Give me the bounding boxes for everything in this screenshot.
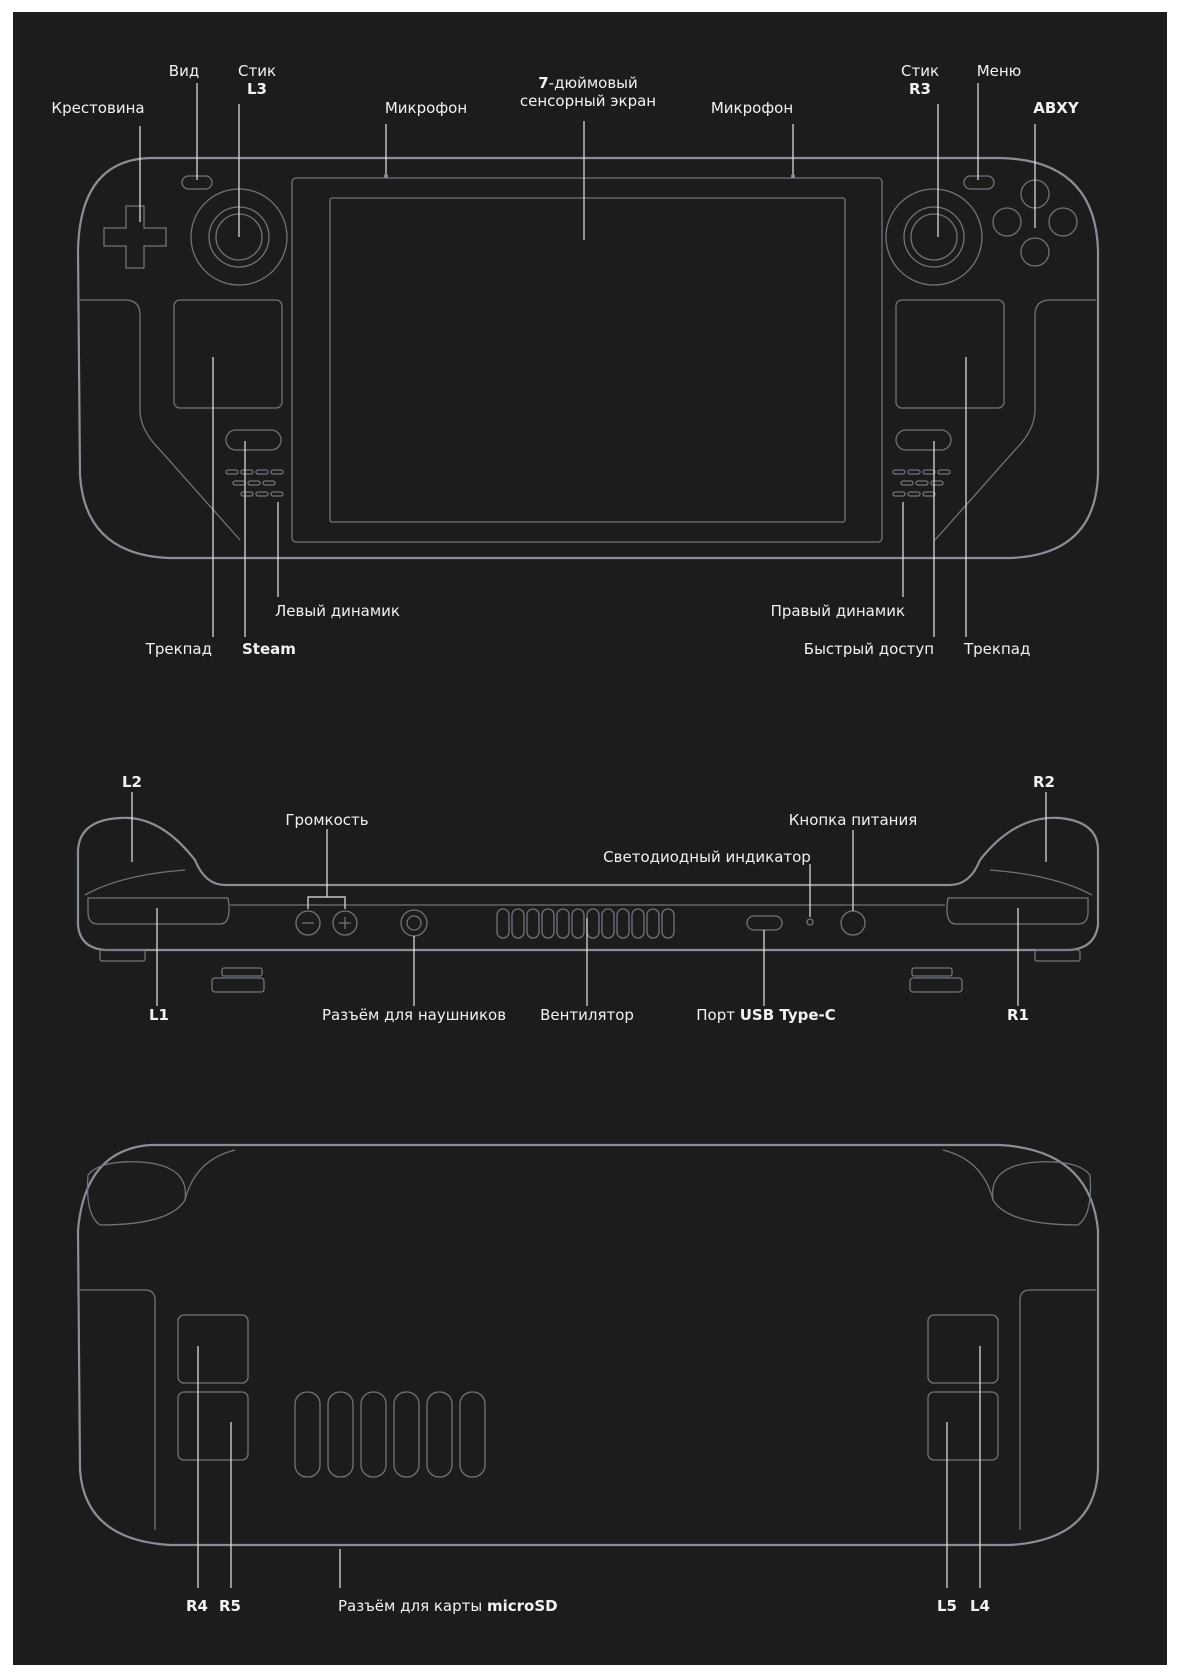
label-touchscreen-inch: -дюймовый — [548, 74, 638, 92]
label-stick-l3-code: L3 — [247, 80, 267, 98]
label-headphone-jack: Разъём для наушников — [321, 1006, 507, 1024]
label-menu-button: Меню — [976, 62, 1022, 80]
label-trackpad-right: Трекпад — [964, 640, 1031, 658]
label-touchscreen-size: 7 — [538, 74, 549, 92]
label-usb-port: Порт USB Type-C — [696, 1006, 836, 1024]
label-speaker-right: Правый динамик — [770, 602, 905, 620]
label-view-button: Вид — [168, 62, 200, 80]
top-view — [76, 816, 1100, 993]
label-abxy-text: ABXY — [1033, 99, 1079, 117]
label-microsd-word: Разъём для карты — [338, 1597, 487, 1615]
back-view — [76, 1143, 1100, 1547]
label-led-indicator: Светодиодный индикатор — [603, 848, 811, 866]
label-speaker-left: Левый динамик — [275, 602, 400, 620]
label-l4-text: L4 — [970, 1597, 990, 1615]
label-r1-text: R1 — [1007, 1006, 1029, 1024]
label-mic-left: Микрофон — [384, 99, 468, 117]
label-abxy: ABXY — [1033, 99, 1078, 117]
front-view — [76, 156, 1100, 560]
label-volume: Громкость — [285, 811, 369, 829]
diagram-panel — [13, 12, 1167, 1665]
label-r5-text: R5 — [219, 1597, 241, 1615]
label-touchscreen-type: сенсорный экран — [519, 92, 657, 110]
label-mic-right: Микрофон — [710, 99, 794, 117]
label-steam-button: Steam — [242, 640, 296, 658]
label-stick-l3-word: Стик — [237, 62, 277, 80]
label-l5: L5 — [937, 1597, 957, 1615]
label-l1-text: L1 — [149, 1006, 169, 1024]
label-fan: Вентилятор — [540, 1006, 634, 1024]
label-usb-port-type: USB Type-C — [739, 1006, 836, 1024]
label-trackpad-left: Трекпад — [145, 640, 212, 658]
label-microsd-type: microSD — [487, 1597, 558, 1615]
label-r5: R5 — [219, 1597, 241, 1615]
callout-lines — [131, 83, 1047, 1588]
label-l2-text: L2 — [122, 773, 142, 791]
label-usb-port-word: Порт — [696, 1006, 740, 1024]
label-l1: L1 — [149, 1006, 169, 1024]
label-l2: L2 — [122, 773, 142, 791]
label-power-button: Кнопка питания — [788, 811, 918, 829]
label-dpad: Крестовина — [51, 99, 145, 117]
label-r2-text: R2 — [1033, 773, 1055, 791]
label-r2: R2 — [1033, 773, 1055, 791]
label-stick-r3-code: R3 — [909, 80, 931, 98]
label-quick-access: Быстрый доступ — [803, 640, 934, 658]
label-r4-text: R4 — [186, 1597, 208, 1615]
label-stick-r3-word: Стик — [900, 62, 940, 80]
label-r4: R4 — [186, 1597, 208, 1615]
label-l5-text: L5 — [937, 1597, 957, 1615]
label-steam-text: Steam — [242, 640, 296, 658]
label-microsd-slot: Разъём для карты microSD — [338, 1597, 558, 1615]
label-r1: R1 — [1007, 1006, 1029, 1024]
label-l4: L4 — [970, 1597, 990, 1615]
